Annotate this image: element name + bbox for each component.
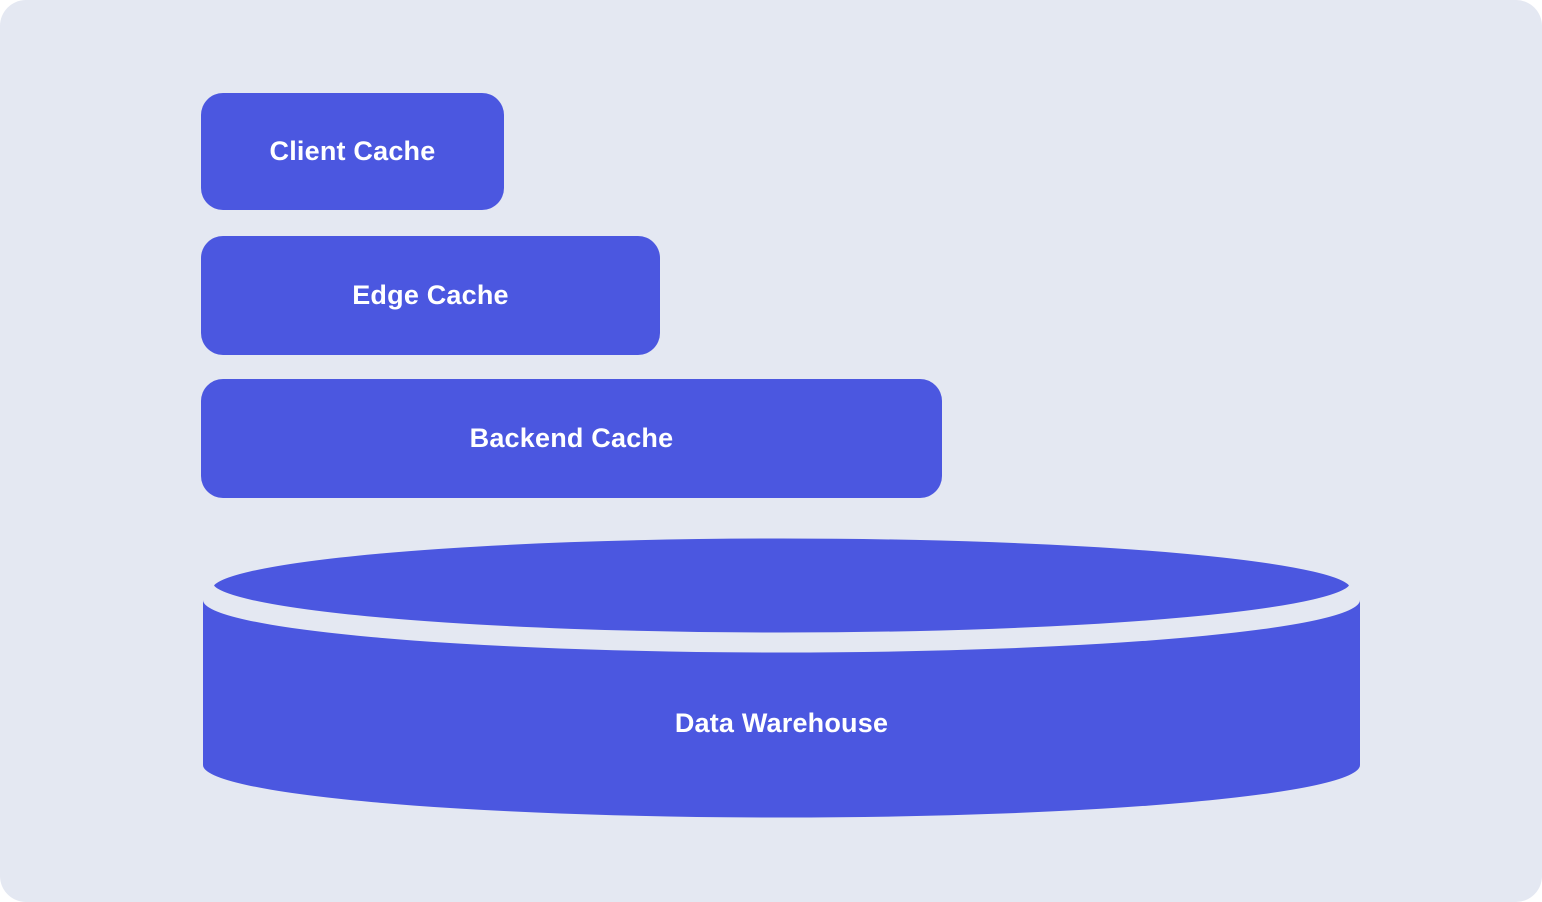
node-edge-cache: Edge Cache [201,236,660,355]
cylinder-body-shape [203,600,1360,818]
node-client-cache: Client Cache [201,93,504,210]
cylinder-shape [203,527,1360,818]
node-client-cache-label: Client Cache [269,136,436,166]
node-backend-cache: Backend Cache [201,379,942,498]
node-data-warehouse: Data Warehouse [197,527,1367,825]
cylinder-lid-shape [203,527,1360,644]
node-edge-cache-label: Edge Cache [352,280,509,310]
node-backend-cache-label: Backend Cache [469,423,674,453]
